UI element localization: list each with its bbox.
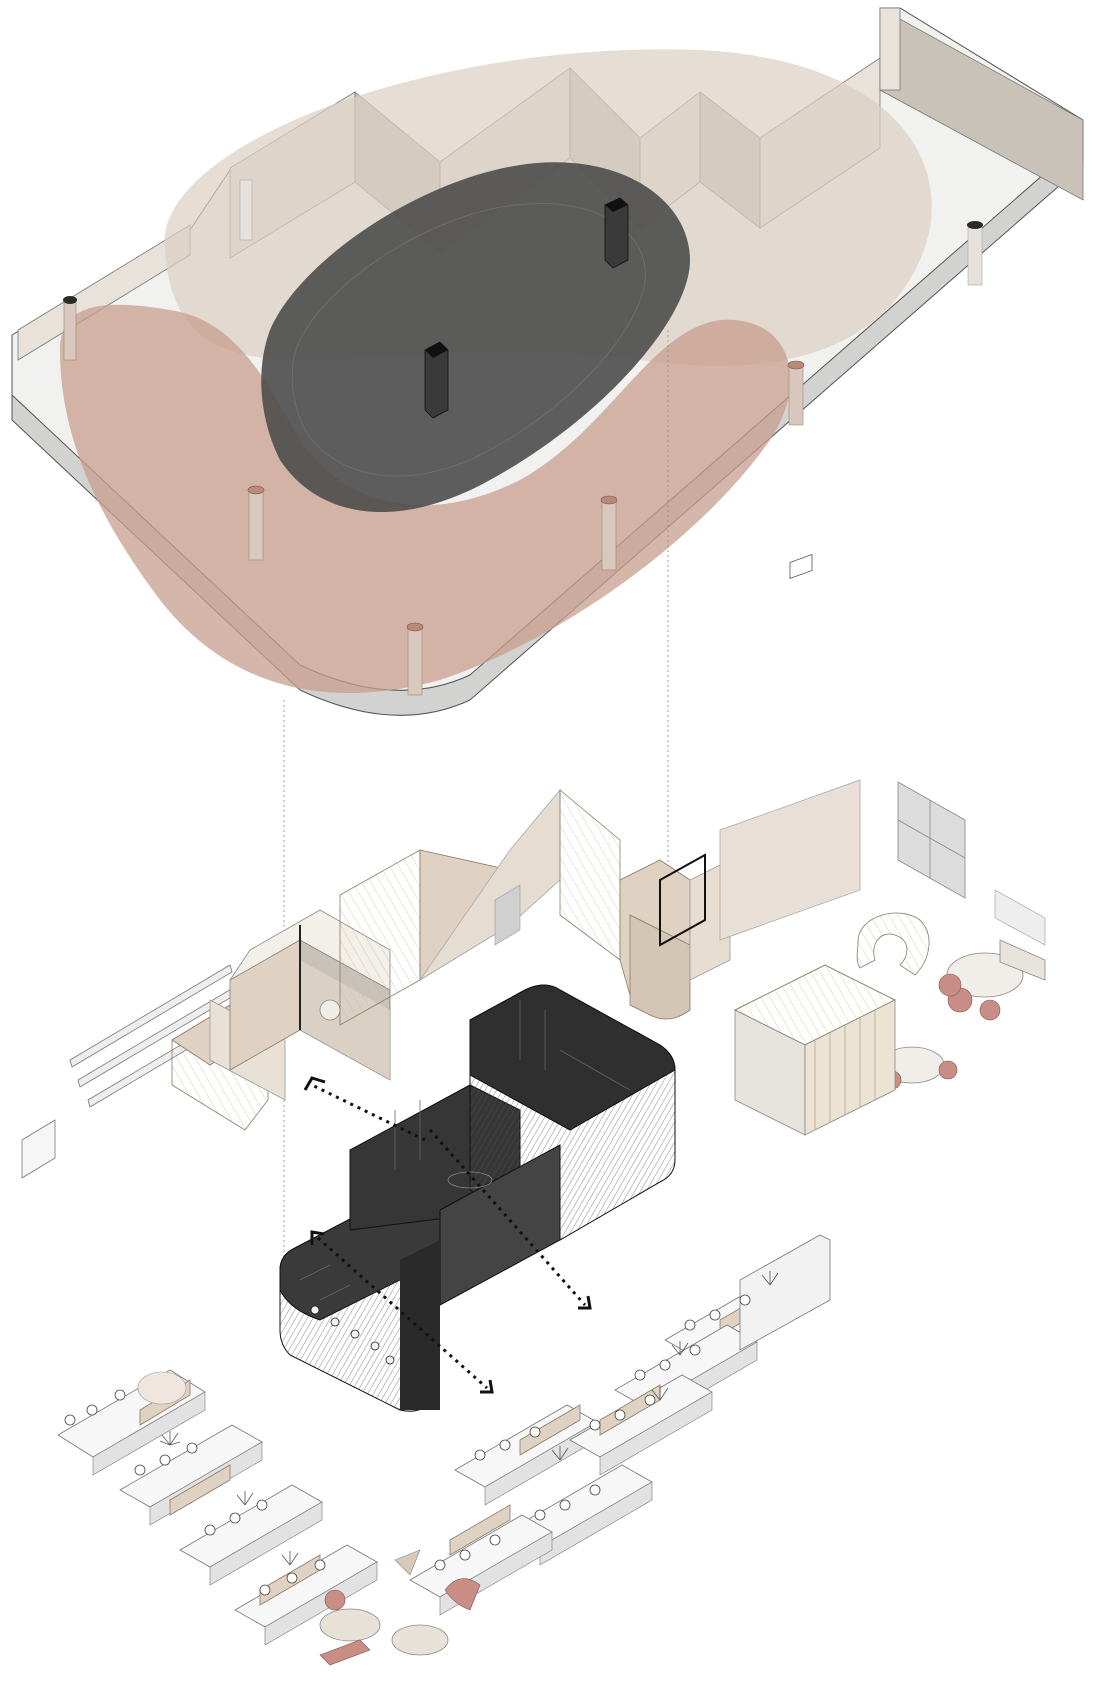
meeting-pod bbox=[733, 964, 897, 1136]
partition-wall bbox=[339, 553, 861, 1026]
structural-columns-top bbox=[63, 179, 983, 696]
workstation-desk-cluster-right bbox=[569, 1234, 831, 1476]
structural-column bbox=[967, 221, 983, 286]
lounge-seating-bottom bbox=[319, 1549, 481, 1666]
zone-overlay-pink bbox=[60, 304, 791, 694]
floor-slab-level bbox=[11, 7, 1084, 716]
core-shaft bbox=[424, 341, 449, 419]
structural-column bbox=[63, 296, 77, 361]
core-shaft bbox=[604, 197, 629, 269]
structural-column bbox=[247, 485, 265, 561]
structural-column bbox=[600, 495, 618, 571]
office-chair-group bbox=[64, 1294, 751, 1596]
partition-wall-level bbox=[21, 553, 1046, 1179]
workstation-level bbox=[57, 1234, 831, 1666]
glazing-screen bbox=[897, 781, 1046, 946]
structural-column bbox=[239, 179, 253, 241]
structural-column bbox=[406, 622, 424, 696]
circulation-arrow bbox=[311, 1083, 587, 1390]
potted-plant-group bbox=[159, 1271, 779, 1566]
circulation-arrow-heads bbox=[303, 1076, 592, 1394]
core-block bbox=[279, 984, 676, 1412]
structural-column bbox=[787, 360, 805, 426]
lounge-chair bbox=[938, 973, 962, 997]
core-inner-outline bbox=[291, 203, 646, 477]
zone-overlay-core bbox=[261, 162, 690, 513]
